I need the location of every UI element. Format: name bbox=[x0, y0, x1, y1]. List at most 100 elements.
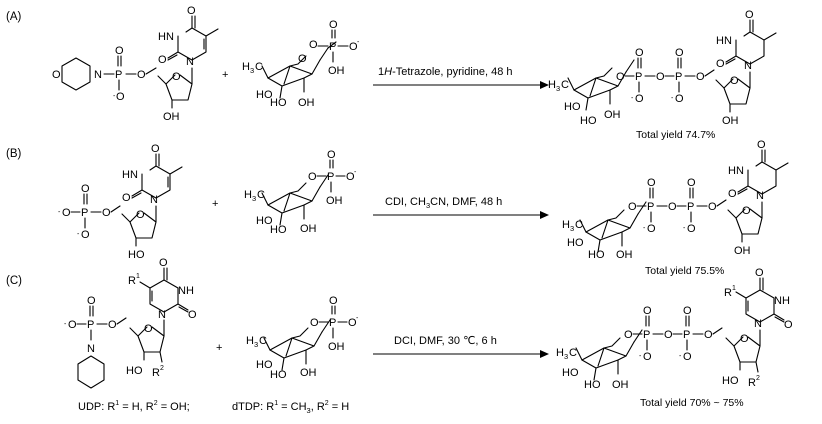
svg-text:HN: HN bbox=[728, 165, 744, 177]
svg-text:1: 1 bbox=[732, 285, 736, 292]
svg-text:C: C bbox=[257, 189, 265, 201]
svg-text:O: O bbox=[298, 53, 307, 65]
piperidine-ring bbox=[77, 355, 105, 389]
svg-text:O: O bbox=[745, 9, 754, 21]
svg-text:-: - bbox=[354, 169, 357, 176]
svg-text:O: O bbox=[188, 309, 197, 321]
svg-text:OH: OH bbox=[326, 195, 343, 207]
svg-text:H: H bbox=[548, 79, 556, 91]
svg-text:HO: HO bbox=[270, 224, 287, 236]
svg-text:O: O bbox=[647, 223, 656, 235]
svg-text:O: O bbox=[656, 71, 665, 83]
conditions-b: CDI, CH3CN, DMF, 48 h bbox=[385, 196, 502, 210]
svg-text:P: P bbox=[329, 41, 336, 53]
svg-text:H: H bbox=[242, 61, 250, 73]
svg-text:O: O bbox=[346, 171, 355, 183]
svg-text:N: N bbox=[756, 190, 764, 202]
yield-a: Total yield 74.7% bbox=[636, 129, 715, 141]
svg-text:O: O bbox=[327, 149, 336, 161]
svg-text:OH: OH bbox=[616, 249, 633, 261]
svg-text:O: O bbox=[137, 69, 146, 81]
svg-text:P: P bbox=[115, 69, 122, 81]
svg-text:R: R bbox=[748, 377, 756, 389]
svg-text:3: 3 bbox=[254, 340, 258, 349]
svg-text:O: O bbox=[115, 45, 124, 57]
svg-text:HO: HO bbox=[588, 249, 605, 261]
svg-text:O: O bbox=[624, 329, 633, 341]
svg-text:-: - bbox=[639, 353, 642, 360]
svg-text:-: - bbox=[113, 93, 116, 100]
svg-text:-: - bbox=[77, 231, 80, 238]
svg-text:O: O bbox=[62, 207, 71, 219]
svg-text:O: O bbox=[122, 192, 131, 204]
conditions-c: DCI, DMF, 30 ℃, 6 h bbox=[394, 335, 497, 347]
svg-text:O: O bbox=[683, 351, 692, 363]
conditions-a: 1H-Tetrazole, pyridine, 48 h bbox=[378, 66, 513, 78]
svg-text:OH: OH bbox=[612, 379, 629, 391]
svg-text:O: O bbox=[730, 75, 739, 87]
svg-text:P: P bbox=[643, 329, 650, 341]
svg-text:P: P bbox=[647, 201, 654, 213]
svg-text:+: + bbox=[216, 342, 222, 354]
svg-text:C: C bbox=[569, 347, 577, 359]
svg-text:HO: HO bbox=[256, 89, 273, 101]
svg-text:P: P bbox=[635, 71, 642, 83]
svg-text:HO: HO bbox=[722, 375, 739, 387]
yield-c: Total yield 70% ~ 75% bbox=[640, 397, 744, 409]
svg-text:HN: HN bbox=[716, 35, 732, 47]
panel-b-label: (B) bbox=[6, 148, 22, 160]
svg-text:-: - bbox=[679, 353, 682, 360]
svg-text:O: O bbox=[635, 47, 644, 59]
svg-text:N: N bbox=[158, 309, 166, 321]
svg-text:O: O bbox=[81, 229, 90, 241]
svg-text:P: P bbox=[327, 171, 334, 183]
svg-text:3: 3 bbox=[250, 66, 254, 75]
svg-text:O: O bbox=[716, 58, 725, 70]
svg-text:OH: OH bbox=[300, 367, 317, 379]
svg-text:H: H bbox=[556, 347, 564, 359]
svg-text:HO: HO bbox=[270, 97, 287, 109]
svg-text:O: O bbox=[102, 207, 111, 219]
svg-text:O: O bbox=[742, 205, 751, 217]
svg-text:N: N bbox=[87, 343, 95, 355]
svg-text:P: P bbox=[683, 329, 690, 341]
svg-text:3: 3 bbox=[570, 224, 574, 233]
svg-text:HO: HO bbox=[126, 365, 143, 377]
svg-text:-: - bbox=[683, 225, 686, 232]
svg-text:-: - bbox=[671, 95, 674, 102]
svg-text:N: N bbox=[94, 69, 102, 81]
svg-text:N: N bbox=[186, 56, 194, 68]
svg-text:3: 3 bbox=[556, 84, 560, 93]
svg-text:HO: HO bbox=[564, 101, 581, 113]
svg-text:O: O bbox=[309, 39, 318, 51]
svg-text:O: O bbox=[675, 93, 684, 105]
svg-text:O: O bbox=[329, 19, 338, 31]
svg-text:HO: HO bbox=[256, 359, 273, 371]
product-b: H 3 C HO HO OH O P O - O O P O - O O bbox=[562, 139, 789, 277]
svg-text:O: O bbox=[159, 257, 168, 269]
svg-text:HO: HO bbox=[567, 237, 584, 249]
svg-text:HO: HO bbox=[256, 215, 273, 227]
svg-text:-: - bbox=[357, 39, 360, 46]
svg-text:2: 2 bbox=[160, 365, 164, 372]
svg-text:R: R bbox=[724, 287, 732, 299]
svg-text:O: O bbox=[108, 319, 117, 331]
svg-text:-: - bbox=[631, 95, 634, 102]
panel-a-label: (A) bbox=[6, 11, 22, 23]
svg-text:+: + bbox=[222, 69, 228, 81]
svg-text:H: H bbox=[244, 189, 252, 201]
svg-text:OH: OH bbox=[722, 115, 739, 127]
svg-text:O: O bbox=[628, 201, 637, 213]
svg-text:OH: OH bbox=[300, 223, 317, 235]
yield-b: Total yield 75.5% bbox=[645, 265, 724, 277]
svg-text:C: C bbox=[561, 79, 569, 91]
svg-text:O: O bbox=[151, 143, 160, 155]
svg-text:1: 1 bbox=[136, 273, 140, 280]
product-c: H 3 C HO HO OH O P O - O O P O - O O bbox=[556, 267, 793, 409]
svg-text:-: - bbox=[356, 315, 359, 322]
svg-text:C: C bbox=[255, 61, 263, 73]
svg-text:C: C bbox=[259, 335, 267, 347]
svg-text:O: O bbox=[643, 351, 652, 363]
svg-text:HO: HO bbox=[584, 379, 601, 391]
